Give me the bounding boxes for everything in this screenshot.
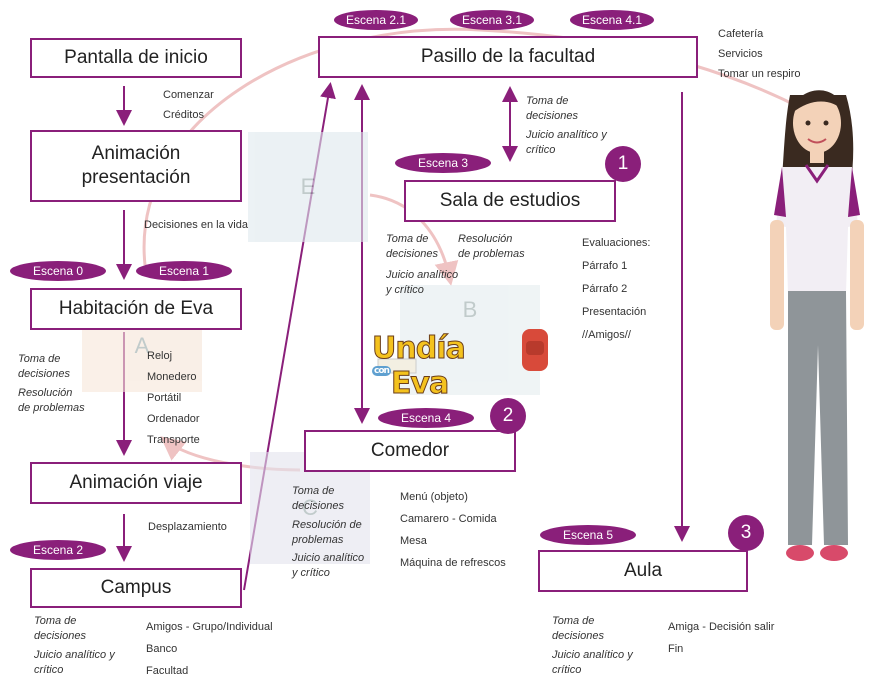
box-pantalla-inicio: Pantalla de inicio [30, 38, 242, 78]
label-creditos: Créditos [163, 109, 204, 121]
pill-escena-1: Escena 1 [136, 261, 232, 281]
pill-escena-4-1: Escena 4.1 [570, 10, 654, 30]
number-badge-1: 1 [605, 146, 641, 182]
eva-character-illustration [770, 90, 864, 561]
un-dia-con-eva-logo: Undía conEva [372, 325, 550, 402]
label-desplazamiento: Desplazamiento [148, 521, 227, 533]
panel-e: E [248, 132, 368, 242]
comedor-skills: Toma de decisiones Resolución de problem… [292, 485, 365, 580]
pill-escena-5: Escena 5 [540, 525, 636, 545]
pill-escena-2-1: Escena 2.1 [334, 10, 418, 30]
sala-skills-mid: Resolución de problemas [458, 233, 525, 260]
sala-skills-left: Toma de decisiones Juicio analítico y cr… [386, 233, 459, 296]
pill-escena-2: Escena 2 [10, 540, 106, 560]
pill-escena-3-1: Escena 3.1 [450, 10, 534, 30]
pill-escena-4: Escena 4 [378, 408, 474, 428]
pill-escena-3: Escena 3 [395, 153, 491, 173]
campus-items: Amigos - Grupo/Individual Banco Facultad [146, 621, 273, 677]
label-decisiones-vida: Decisiones en la vida [144, 219, 248, 231]
logo-graphic [377, 329, 548, 374]
box-comedor: Comedor [304, 430, 516, 472]
pasillo-skills: Toma de decisiones Juicio analítico y cr… [526, 95, 607, 156]
box-animacion-viaje: Animación viaje [30, 462, 242, 504]
aula-skills: Toma de decisiones Juicio analítico y cr… [552, 615, 633, 676]
box-campus: Campus [30, 568, 242, 608]
box-pasillo-facultad: Pasillo de la facultad [318, 36, 698, 78]
box-aula: Aula [538, 550, 748, 592]
pasillo-options: Cafetería Servicios Tomar un respiro [718, 28, 801, 80]
label-comenzar: Comenzar [163, 89, 214, 101]
pill-escena-0: Escena 0 [10, 261, 106, 281]
comedor-items: Menú (objeto) Camarero - Comida Mesa Máq… [400, 491, 506, 569]
aula-items: Amiga - Decisión salir Fin [668, 621, 775, 655]
habitacion-items: Reloj Monedero Portátil Ordenador Transp… [147, 350, 200, 446]
campus-skills: Toma de decisiones Juicio analítico y cr… [34, 615, 115, 676]
sala-items: Evaluaciones: Párrafo 1 Párrafo 2 Presen… [582, 237, 651, 341]
habitacion-skills: Toma de decisiones Resolución de problem… [18, 353, 85, 414]
number-badge-2: 2 [490, 398, 526, 434]
panel-b: B [400, 285, 540, 395]
number-badge-3: 3 [728, 515, 764, 551]
box-habitacion-eva: Habitación de Eva [30, 288, 242, 330]
box-sala-estudios: Sala de estudios [404, 180, 616, 222]
